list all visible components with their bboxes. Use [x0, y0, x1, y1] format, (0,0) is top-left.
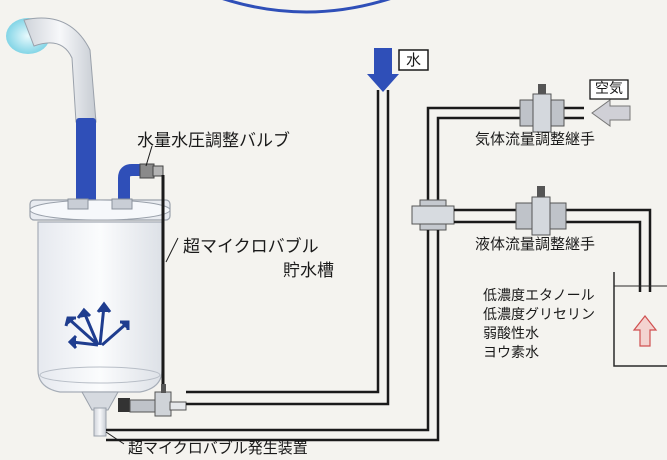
water-label: 水 [405, 51, 421, 69]
leader-lines [105, 145, 179, 445]
tank-label-line2: 貯水槽 [283, 261, 334, 281]
bubble-flow-arrows [64, 301, 130, 350]
water-label-box [398, 49, 429, 71]
t-connector-icon [411, 199, 455, 231]
liquid-pipe [106, 208, 652, 442]
generator-label: 超マイクロバブル発生装置 [128, 439, 308, 457]
gas-flow-joint-icon [519, 84, 565, 133]
air-inlet-arrow [591, 99, 631, 127]
additive-item: 低濃度グリセリン [483, 307, 595, 323]
water-pipe [186, 90, 390, 406]
air-label-box [589, 79, 629, 100]
additive-item: 低濃度エタノール [483, 288, 595, 304]
water-pressure-valve-icon [118, 384, 187, 417]
additive-item: ヨウ素水 [483, 345, 539, 361]
gas-pipe [426, 106, 584, 200]
additive-container [613, 272, 667, 367]
liquid-joint-label: 液体流量調整継手 [475, 235, 596, 253]
gas-joint-label: 気体流量調整継手 [475, 130, 596, 148]
top-arc-decoration [222, 0, 391, 14]
additive-item: 弱酸性水 [483, 326, 539, 342]
valve-label: 水量水圧調整バルブ [137, 131, 290, 151]
liquid-flow-joint-icon [515, 186, 567, 236]
tank-label-line1: 超マイクロバブル [183, 237, 319, 257]
air-label: 空気 [595, 81, 623, 97]
water-inlet-arrow [367, 48, 399, 92]
shower-head-icon [6, 17, 97, 204]
suction-arrow [632, 315, 658, 347]
additive-list: 低濃度エタノール 低濃度グリセリン 弱酸性水 ヨウ素水 [483, 287, 595, 363]
